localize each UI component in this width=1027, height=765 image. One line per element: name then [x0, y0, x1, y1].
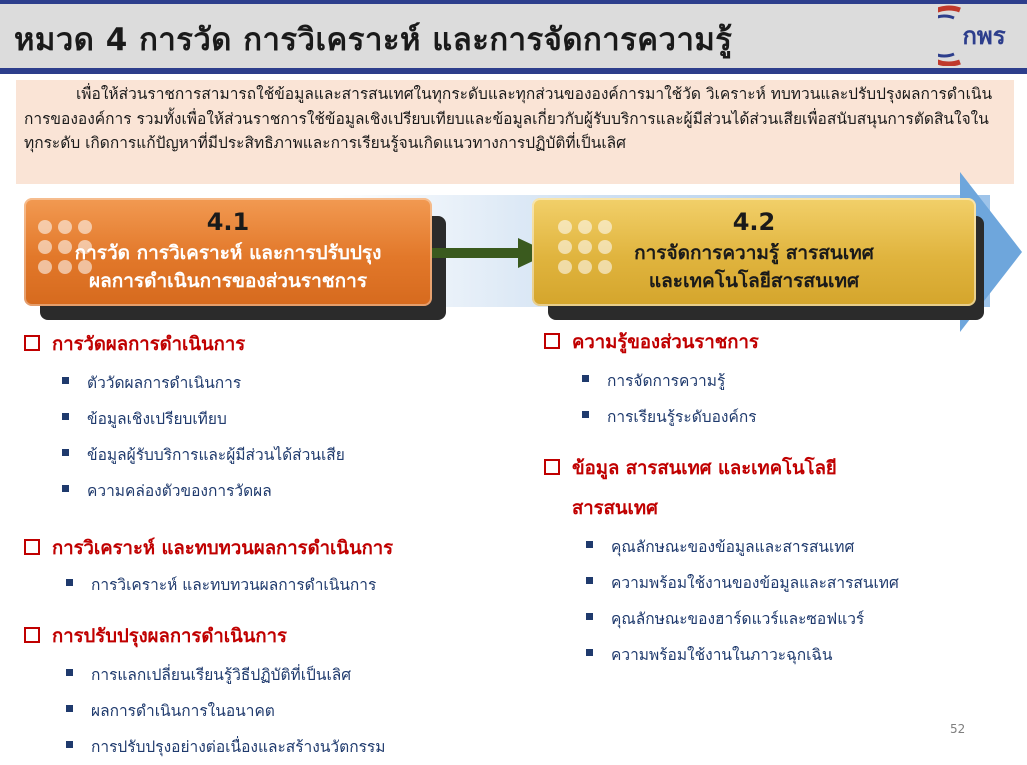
checkbox-bullet-icon — [24, 627, 40, 643]
checkbox-bullet-icon — [24, 539, 40, 555]
section-heading: การวิเคราะห์ และทบทวนผลการดำเนินการ — [24, 534, 393, 563]
checkbox-bullet-icon — [544, 459, 560, 475]
list-item: การแลกเปลี่ยนเรียนรู้วิธีปฏิบัติที่เป็นเ… — [66, 662, 351, 687]
checkbox-bullet-icon — [24, 335, 40, 351]
logo-text: กพร — [962, 23, 1005, 50]
opdc-logo: กพร — [938, 5, 1006, 66]
box-4-1-number: 4.1 — [206, 208, 250, 236]
list-item: ความพร้อมใช้งานในภาวะฉุกเฉิน — [586, 642, 833, 667]
box-4-2-number: 4.2 — [732, 208, 776, 236]
box-4-1: 4.1 การวัด การวิเคราะห์ และการปรับปรุง ผ… — [24, 198, 432, 306]
section-heading: การวัดผลการดำเนินการ — [24, 330, 245, 359]
section-heading: ข้อมูล สารสนเทศ และเทคโนโลยี — [544, 454, 837, 483]
list-item: การวิเคราะห์ และทบทวนผลการดำเนินการ — [66, 572, 376, 597]
square-bullet-icon — [586, 577, 593, 584]
box-4-2: 4.2 การจัดการความรู้ สารสนเทศ และเทคโนโล… — [532, 198, 976, 306]
square-bullet-icon — [586, 649, 593, 656]
list-item: ตัววัดผลการดำเนินการ — [62, 370, 241, 395]
section-heading: ความรู้ของส่วนราชการ — [544, 328, 759, 357]
checkbox-bullet-icon — [544, 333, 560, 349]
square-bullet-icon — [62, 449, 69, 456]
square-bullet-icon — [62, 413, 69, 420]
list-item: ข้อมูลเชิงเปรียบเทียบ — [62, 406, 227, 431]
section-heading-continued: สารสนเทศ — [572, 498, 658, 519]
intro-box: เพื่อให้ส่วนราชการสามารถใช้ข้อมูลและสารส… — [16, 80, 1014, 184]
title-bar: หมวด 4 การวัด การวิเคราะห์ และการจัดการค… — [0, 0, 1027, 68]
page-number: 52 — [950, 722, 966, 736]
list-item: ความพร้อมใช้งานของข้อมูลและสารสนเทศ — [586, 570, 899, 595]
dots-decoration — [38, 220, 92, 274]
square-bullet-icon — [66, 579, 73, 586]
page-title: หมวด 4 การวัด การวิเคราะห์ และการจัดการค… — [14, 22, 733, 58]
box-4-2-line1: การจัดการความรู้ สารสนเทศ — [634, 242, 874, 264]
list-item: ข้อมูลผู้รับบริการและผู้มีส่วนได้ส่วนเสี… — [62, 442, 345, 467]
list-item: การปรับปรุงอย่างต่อเนื่องและสร้างนวัตกรร… — [66, 734, 385, 759]
list-item: ผลการดำเนินการในอนาคต — [66, 698, 275, 723]
list-item: คุณลักษณะของฮาร์ดแวร์และซอฟแวร์ — [586, 606, 864, 631]
title-underline — [0, 68, 1027, 74]
list-item: การเรียนรู้ระดับองค์กร — [582, 404, 757, 429]
box-4-1-line1: การวัด การวิเคราะห์ และการปรับปรุง — [74, 242, 382, 264]
intro-text: เพื่อให้ส่วนราชการสามารถใช้ข้อมูลและสารส… — [24, 85, 993, 152]
list-item: คุณลักษณะของข้อมูลและสารสนเทศ — [586, 534, 854, 559]
square-bullet-icon — [582, 411, 589, 418]
square-bullet-icon — [66, 705, 73, 712]
square-bullet-icon — [62, 377, 69, 384]
list-item: การจัดการความรู้ — [582, 368, 725, 393]
square-bullet-icon — [66, 669, 73, 676]
square-bullet-icon — [66, 741, 73, 748]
square-bullet-icon — [586, 613, 593, 620]
box-4-2-line2: และเทคโนโลยีสารสนเทศ — [648, 270, 860, 292]
square-bullet-icon — [586, 541, 593, 548]
section-heading: การปรับปรุงผลการดำเนินการ — [24, 622, 287, 651]
square-bullet-icon — [62, 485, 69, 492]
square-bullet-icon — [582, 375, 589, 382]
list-item: ความคล่องตัวของการวัดผล — [62, 478, 272, 503]
box-4-1-line2: ผลการดำเนินการของส่วนราชการ — [88, 270, 368, 292]
dots-decoration — [558, 220, 612, 274]
